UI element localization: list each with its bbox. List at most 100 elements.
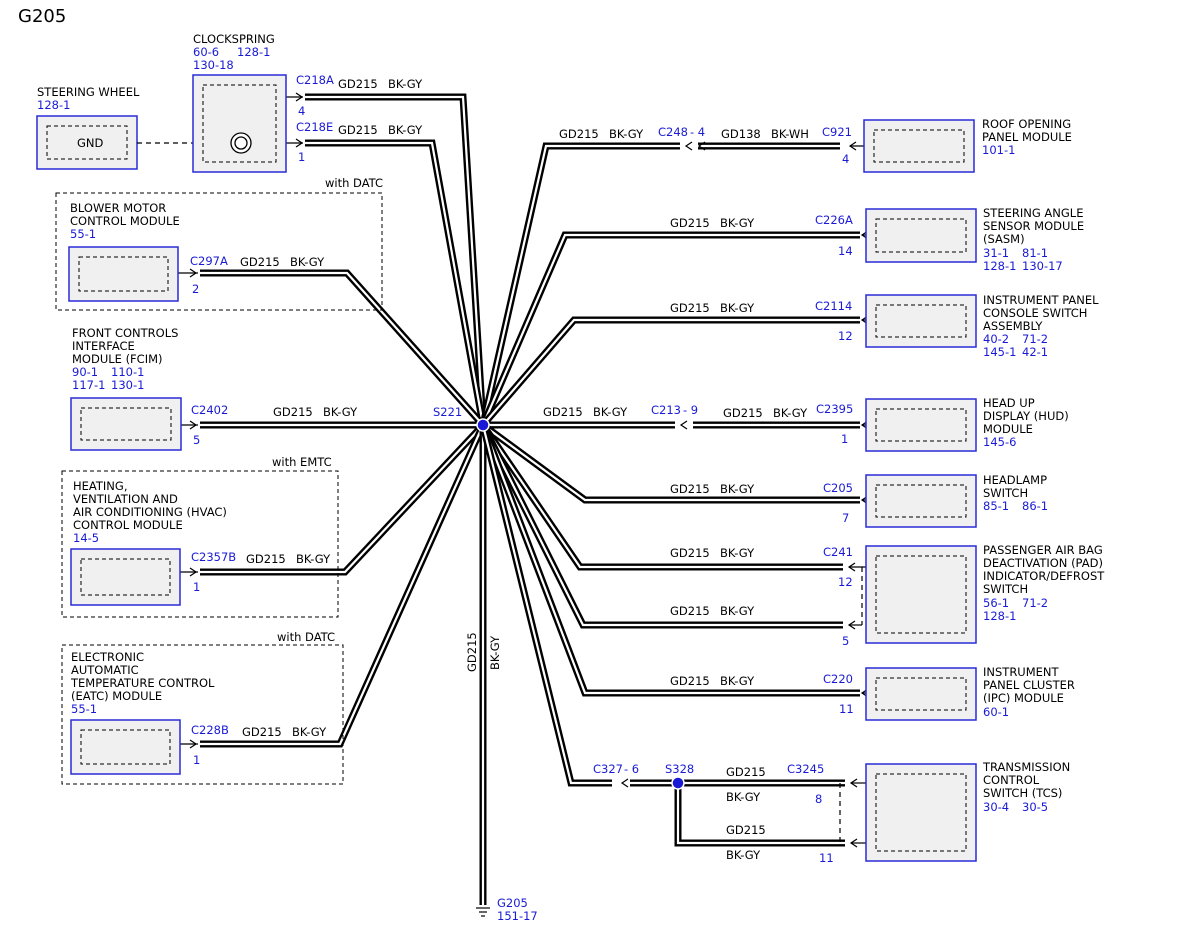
- connector-arrows: [168, 92, 880, 848]
- svg-text:11: 11: [839, 702, 854, 716]
- svg-text:TEMPERATURE CONTROL: TEMPERATURE CONTROL: [70, 676, 215, 690]
- svg-text:SWITCH: SWITCH: [983, 582, 1028, 596]
- g205-label: G205: [497, 896, 528, 910]
- svg-text:AIR CONDITIONING (HVAC): AIR CONDITIONING (HVAC): [73, 505, 227, 519]
- svg-text:DEACTIVATION (PAD): DEACTIVATION (PAD): [983, 556, 1103, 570]
- svg-text:128-1: 128-1: [983, 259, 1016, 273]
- blower-motor-component: with DATC BLOWER MOTOR CONTROL MODULE 55…: [55, 176, 383, 311]
- svg-text:2: 2: [192, 282, 199, 296]
- svg-text:INSTRUMENT PANEL: INSTRUMENT PANEL: [983, 293, 1099, 307]
- wires: [200, 93, 860, 905]
- svg-text:VENTILATION AND: VENTILATION AND: [73, 492, 178, 506]
- svg-text:BK-GY: BK-GY: [323, 405, 358, 419]
- c921-label: C921: [822, 125, 852, 139]
- c241-label: C241: [823, 545, 853, 559]
- svg-text:BK-GY: BK-GY: [720, 674, 755, 688]
- svg-text:(SASM): (SASM): [983, 232, 1025, 246]
- svg-text:130-17: 130-17: [1022, 259, 1063, 273]
- svg-text:GD138: GD138: [721, 127, 761, 141]
- svg-text:PANEL MODULE: PANEL MODULE: [982, 130, 1072, 144]
- svg-text:HEATING,: HEATING,: [73, 479, 127, 493]
- svg-text:BK-GY: BK-GY: [488, 635, 502, 670]
- wire-ipcsa: [480, 316, 860, 428]
- svg-text:GD215: GD215: [726, 765, 766, 779]
- wire-hvac: [200, 422, 486, 576]
- svg-text:BK-GY: BK-GY: [292, 725, 327, 739]
- svg-text:GD215: GD215: [240, 255, 280, 269]
- svg-text:BK-GY: BK-GY: [726, 790, 761, 804]
- svg-text:4: 4: [842, 152, 849, 166]
- svg-text:BK-GY: BK-GY: [593, 405, 628, 419]
- clockspring-name: CLOCKSPRING: [193, 32, 275, 46]
- svg-text:TRANSMISSION: TRANSMISSION: [982, 760, 1070, 774]
- svg-text:HEAD UP: HEAD UP: [983, 396, 1035, 410]
- svg-text:(EATC) MODULE: (EATC) MODULE: [71, 689, 162, 703]
- svg-text:GD215: GD215: [723, 406, 763, 420]
- svg-text:42-1: 42-1: [1022, 345, 1048, 359]
- svg-text:30-5: 30-5: [1022, 800, 1048, 814]
- svg-text:12: 12: [838, 329, 853, 343]
- ipc-component: GD215 BK-GY C220 11 INSTRUMENT PANEL CLU…: [670, 665, 1075, 721]
- diagram-title: G205: [18, 6, 66, 27]
- headlamp-switch-component: GD215 BK-GY C205 7 HEADLAMP SWITCH 85-1 …: [670, 473, 1048, 528]
- c2114-label: C2114: [815, 299, 852, 313]
- svg-text:60-1: 60-1: [983, 705, 1009, 719]
- wire-clockspring-a: [305, 93, 487, 426]
- svg-text:GD215: GD215: [559, 127, 599, 141]
- svg-text:(IPC) MODULE: (IPC) MODULE: [983, 691, 1064, 705]
- svg-text:81-1: 81-1: [1022, 246, 1048, 260]
- svg-text:BK-GY: BK-GY: [296, 552, 331, 566]
- svg-text:GD215: GD215: [670, 674, 710, 688]
- svg-text:128-1: 128-1: [983, 609, 1016, 623]
- svg-text:with EMTC: with EMTC: [272, 455, 332, 469]
- clockspring-component: CLOCKSPRING 60-6 128-1 130-18 C218A 4 C2…: [192, 32, 423, 173]
- svg-text:1: 1: [193, 580, 200, 594]
- svg-text:HEADLAMP: HEADLAMP: [983, 473, 1047, 487]
- svg-text:ROOF OPENING: ROOF OPENING: [982, 117, 1071, 131]
- svg-text:GD215: GD215: [273, 405, 313, 419]
- svg-text:85-1: 85-1: [983, 499, 1009, 513]
- svg-text:60-6: 60-6: [193, 45, 219, 59]
- s221-label: S221: [433, 405, 462, 419]
- svg-text:1: 1: [298, 150, 305, 164]
- c2357b-label: C2357B: [191, 550, 236, 564]
- wire-clockspring-e: [305, 139, 487, 426]
- svg-text:71-2: 71-2: [1022, 596, 1048, 610]
- svg-text:SENSOR MODULE: SENSOR MODULE: [983, 219, 1084, 233]
- svg-text:MODULE: MODULE: [983, 422, 1033, 436]
- svg-text:30-4: 30-4: [983, 800, 1009, 814]
- wire-tcs-trunk: [479, 424, 678, 787]
- svg-text:11: 11: [819, 851, 834, 865]
- sasm-component: GD215 BK-GY C226A 14 STEERING ANGLE SENS…: [670, 206, 1084, 273]
- svg-text:GD215: GD215: [726, 823, 766, 837]
- svg-text:- 4: - 4: [690, 125, 705, 139]
- c327-label: C327: [593, 762, 623, 776]
- svg-text:101-1: 101-1: [982, 143, 1015, 157]
- svg-text:GD215: GD215: [465, 632, 479, 672]
- wire-pad-12: [480, 423, 843, 571]
- svg-text:110-1: 110-1: [111, 365, 144, 379]
- svg-text:CONTROL: CONTROL: [983, 773, 1040, 787]
- splice-s221: [476, 418, 490, 432]
- ground-component: GD215 BK-GY G205 151-17: [465, 632, 538, 923]
- roof-opening-component: GD215 BK-GY C248 - 4 GD138 BK-WH C921 4 …: [559, 117, 1072, 173]
- svg-text:PANEL CLUSTER: PANEL CLUSTER: [983, 678, 1075, 692]
- svg-text:145-1: 145-1: [983, 345, 1016, 359]
- wire-ipc: [479, 423, 860, 697]
- wire-bmcm: [200, 269, 486, 428]
- steering-wheel-ref: 128-1: [37, 98, 70, 112]
- svg-text:GD215: GD215: [338, 123, 378, 137]
- eatc-component: with DATC ELECTRONIC AUTOMATIC TEMPERATU…: [61, 630, 344, 785]
- svg-text:- 6: - 6: [624, 762, 639, 776]
- c2395-label: C2395: [816, 402, 853, 416]
- c218e-label: C218E: [296, 120, 333, 134]
- svg-text:BK-GY: BK-GY: [720, 301, 755, 315]
- svg-text:BK-GY: BK-GY: [388, 123, 423, 137]
- wire-pad-5: [479, 423, 843, 629]
- pad-switch-component: GD215 BK-GY GD215 BK-GY C241 12 5 PASSEN…: [670, 543, 1105, 648]
- svg-text:BK-GY: BK-GY: [609, 127, 644, 141]
- svg-text:90-1: 90-1: [72, 365, 98, 379]
- c2402-label: C2402: [191, 403, 228, 417]
- fcim-component: FRONT CONTROLS INTERFACE MODULE (FCIM) 9…: [70, 326, 462, 451]
